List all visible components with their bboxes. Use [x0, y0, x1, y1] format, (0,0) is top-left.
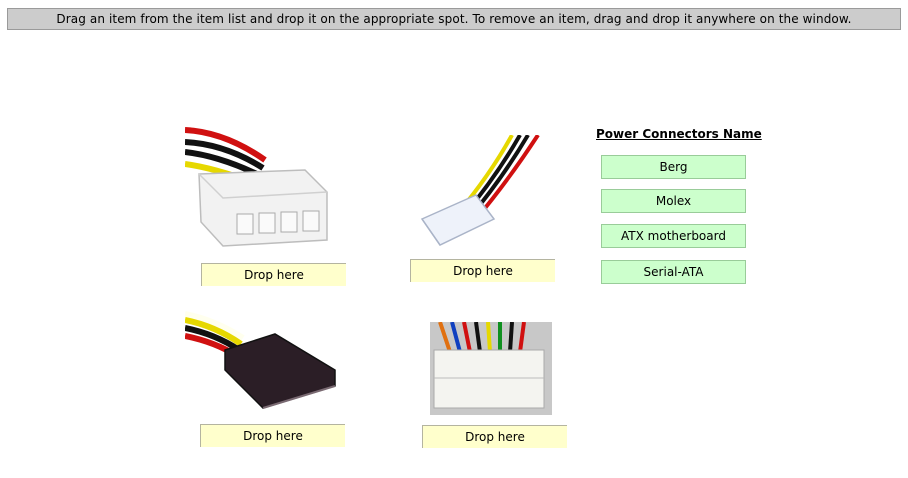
drop-zone-atx-image[interactable]: Drop here — [422, 425, 567, 448]
molex-connector-image — [185, 112, 335, 252]
drop-zone-label: Drop here — [453, 264, 513, 278]
drop-zone-label: Drop here — [465, 430, 525, 444]
berg-connector-image — [410, 135, 555, 250]
drop-zone-molex-image[interactable]: Drop here — [201, 263, 346, 286]
drop-zone-label: Drop here — [243, 429, 303, 443]
instruction-text: Drag an item from the item list and drop… — [56, 12, 852, 26]
item-list-heading: Power Connectors Name — [596, 127, 762, 141]
drop-zone-berg-image[interactable]: Drop here — [410, 259, 555, 282]
drag-item-molex[interactable]: Molex — [601, 189, 746, 213]
drag-item-berg[interactable]: Berg — [601, 155, 746, 179]
atx-connector-image — [430, 322, 552, 415]
sata-connector-image — [185, 310, 340, 415]
instruction-bar: Drag an item from the item list and drop… — [7, 8, 901, 30]
drag-item-serial-ata[interactable]: Serial-ATA — [601, 260, 746, 284]
drop-zone-label: Drop here — [244, 268, 304, 282]
drag-item-label: Berg — [659, 160, 688, 174]
drag-item-label: Molex — [655, 194, 692, 208]
drag-item-label: ATX motherboard — [621, 229, 726, 243]
drag-item-atx-motherboard[interactable]: ATX motherboard — [601, 224, 746, 248]
drag-item-label: Serial-ATA — [643, 265, 704, 279]
drop-zone-sata-image[interactable]: Drop here — [200, 424, 345, 447]
